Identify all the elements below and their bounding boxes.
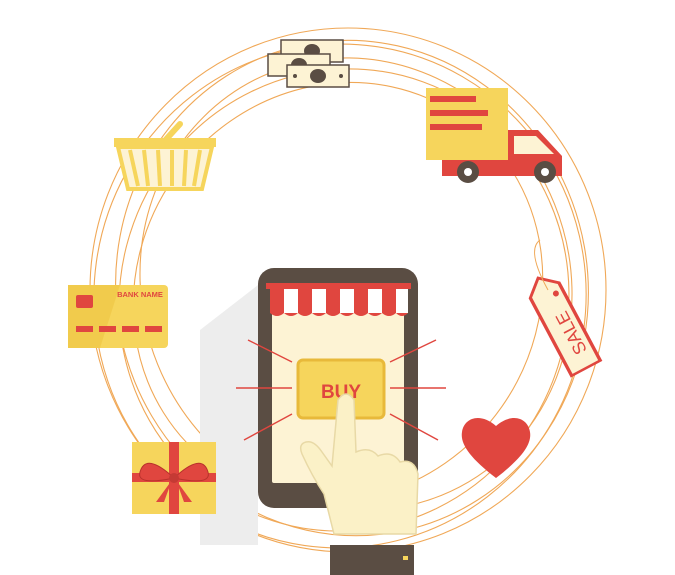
button-rays <box>236 339 446 441</box>
heart-icon <box>461 418 531 478</box>
tag-string <box>534 239 549 291</box>
shopping-basket-icon <box>114 121 216 191</box>
bank-name-label: BANK NAME <box>117 290 163 299</box>
shop-awning-icon <box>266 283 411 316</box>
smartphone: BUY <box>258 268 418 508</box>
buy-button[interactable]: BUY <box>296 358 386 420</box>
pointing-hand-icon <box>299 393 419 575</box>
delivery-truck-icon <box>426 88 562 183</box>
cash-bills-icon <box>267 39 350 88</box>
credit-card-icon: BANK NAME <box>68 285 168 348</box>
gift-box-icon <box>132 442 216 514</box>
